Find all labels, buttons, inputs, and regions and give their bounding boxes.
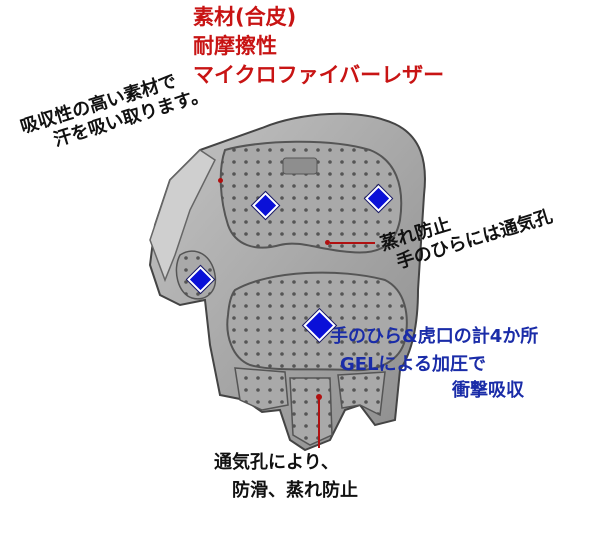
title-microfiber: マイクロファイバーレザー — [193, 63, 445, 87]
vent-pointer-dot — [325, 240, 330, 245]
upper-palm-pad — [219, 140, 403, 254]
absorb-pointer-dot — [218, 178, 223, 183]
thumb-strap — [149, 149, 216, 283]
gel-line2: GELによる加圧で — [340, 354, 486, 375]
finger-pointer-line — [318, 396, 320, 448]
finger-pad-left — [234, 367, 289, 411]
logo-tag — [282, 157, 318, 175]
gel-line3: 衝撃吸収 — [452, 380, 524, 401]
finger-pad-center — [289, 377, 333, 446]
gel-line1: 手のひら&虎口の計4か所 — [330, 326, 539, 347]
finger-pointer-dot — [316, 394, 322, 400]
finger-pad-right — [337, 371, 386, 417]
title-material: 素材(合皮) — [193, 5, 297, 29]
finger-line2: 防滑、蒸れ防止 — [232, 480, 358, 501]
title-abrasion: 耐摩擦性 — [193, 34, 277, 58]
vent-pointer-line — [330, 242, 375, 244]
finger-line1: 通気孔により、 — [214, 452, 339, 473]
